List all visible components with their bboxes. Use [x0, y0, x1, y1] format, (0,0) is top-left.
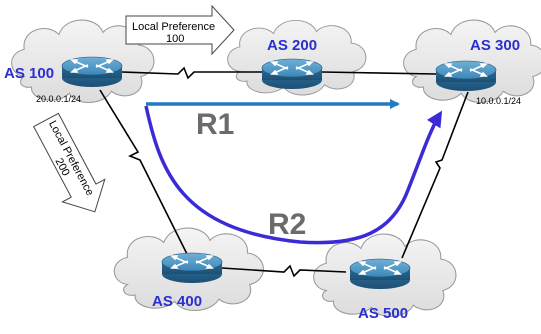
as100-label: AS 100 — [4, 65, 54, 82]
as100-prefix: 20.0.0.1/24 — [36, 94, 81, 104]
left-local-pref-arrow: Local Preference 200 — [33, 112, 106, 213]
link-as400-as500 — [221, 264, 347, 278]
router-as300-icon — [435, 60, 497, 92]
router-as200-icon — [261, 58, 323, 90]
as500-label: AS 500 — [358, 305, 408, 322]
route-r2-path — [144, 105, 443, 245]
router-as500-icon — [349, 258, 411, 290]
top-arrow-line1: Local Preference — [132, 21, 215, 33]
link-as300-as500 — [401, 91, 469, 259]
link-as100-as400 — [99, 89, 189, 257]
as200-label: AS 200 — [267, 37, 317, 54]
top-local-pref-arrow: Local Preference 100 — [125, 4, 235, 56]
route-r1-label: R1 — [196, 108, 234, 141]
top-arrow-line2: 100 — [166, 33, 184, 45]
links — [99, 66, 469, 278]
route-r2-label: R2 — [268, 208, 306, 241]
as400-label: AS 400 — [152, 293, 202, 310]
router-as400-icon — [161, 252, 223, 284]
as300-prefix: 10.0.0.1/24 — [476, 96, 521, 106]
router-as100-icon — [61, 56, 123, 88]
link-as100-as200 — [121, 66, 262, 80]
link-as200-as300 — [321, 71, 437, 75]
as300-label: AS 300 — [470, 37, 520, 54]
